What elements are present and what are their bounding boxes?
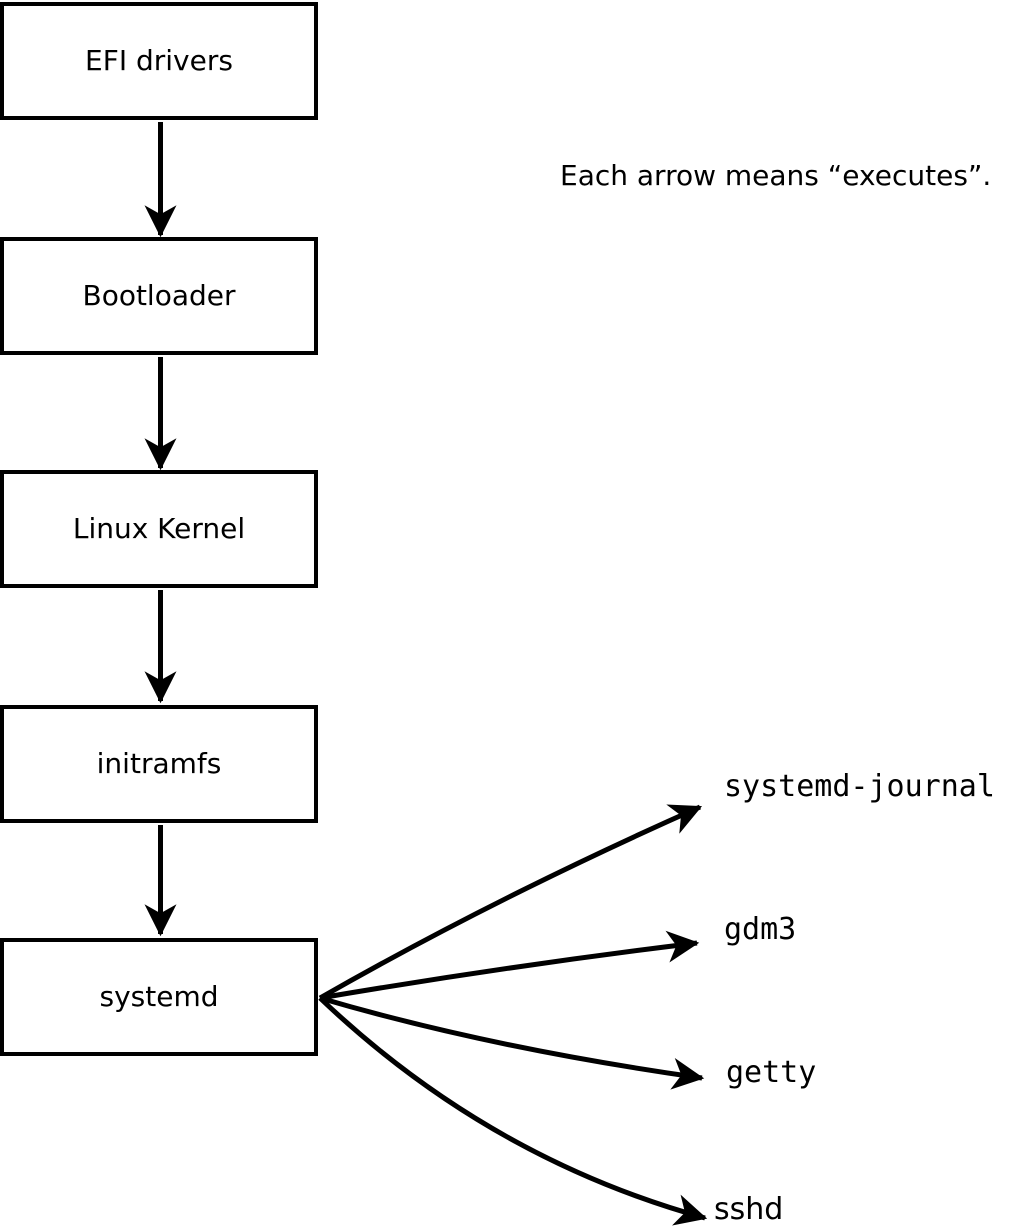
- node-label: initramfs: [96, 747, 222, 780]
- node-label: systemd: [99, 980, 219, 1013]
- node-bootloader: Bootloader: [0, 237, 318, 355]
- target-label-systemd-journal: systemd-journal: [724, 769, 995, 804]
- legend-note: Each arrow means “executes”.: [560, 159, 992, 192]
- node-initramfs: initramfs: [0, 705, 318, 823]
- target-label-getty: getty: [726, 1055, 817, 1090]
- target-label-sshd: sshd: [714, 1192, 784, 1227]
- node-label: Bootloader: [82, 279, 236, 312]
- node-systemd: systemd: [0, 938, 318, 1056]
- node-linux-kernel: Linux Kernel: [0, 470, 318, 588]
- arrow-systemd-to-sshd: [318, 996, 708, 1226]
- node-label: EFI drivers: [85, 44, 233, 77]
- target-label-gdm3: gdm3: [724, 912, 797, 947]
- arrow-systemd-to-systemd-journal: [318, 804, 703, 1001]
- node-label: Linux Kernel: [72, 512, 246, 545]
- arrow-systemd-to-getty: [319, 995, 705, 1090]
- arrow-systemd-to-gdm3: [319, 930, 700, 1001]
- node-efi-drivers: EFI drivers: [0, 2, 318, 120]
